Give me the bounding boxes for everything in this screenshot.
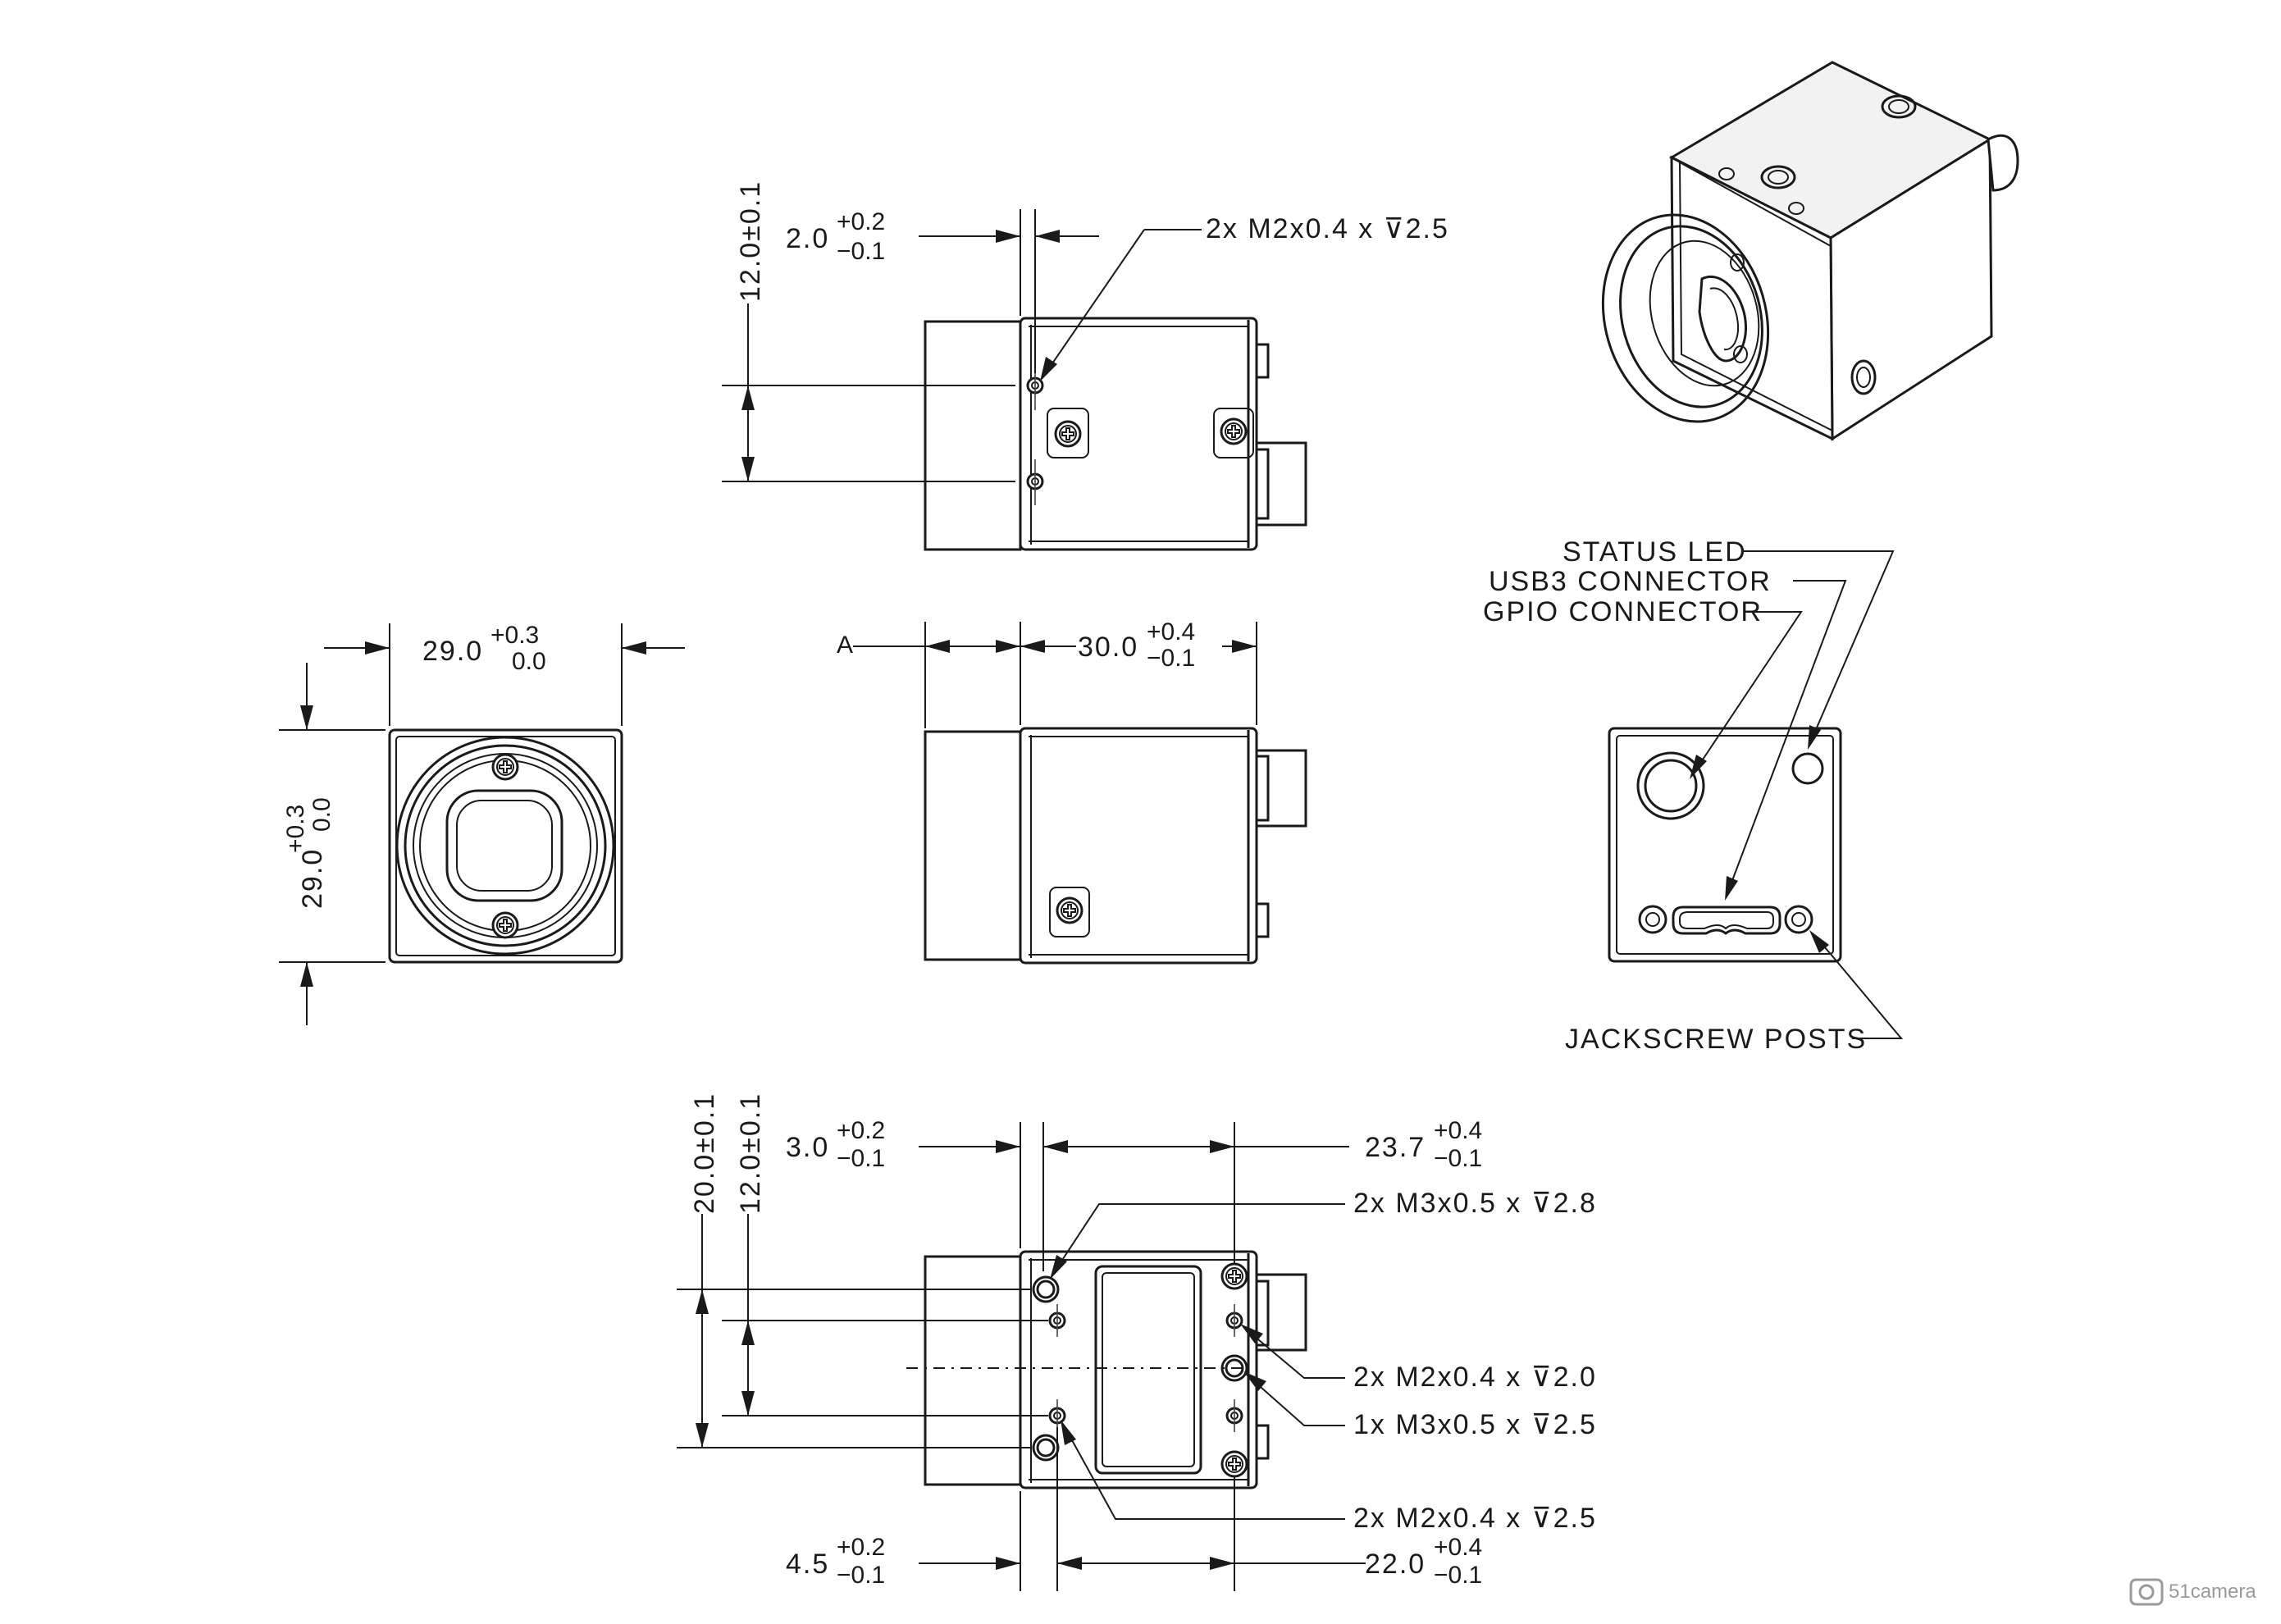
jackscrew-posts-label: JACKSCREW POSTS (1565, 1024, 1867, 1055)
camera-icon (2129, 1578, 2164, 1606)
front-width-base: 29.0 (422, 636, 483, 667)
watermark-text: 51camera (2169, 1581, 2256, 1603)
front-view (279, 623, 685, 1025)
usb3-connector-label: USB3 CONNECTOR (1489, 566, 1772, 597)
top-dim-offset-base: 2.0 (786, 223, 829, 254)
bottom-offset-top-upper: +0.2 (837, 1117, 885, 1144)
bottom-length-top-lower: −0.1 (1434, 1145, 1482, 1172)
bottom-offset-top-lower: −0.1 (837, 1145, 885, 1172)
bottom-length-bottom-lower: −0.1 (1434, 1562, 1482, 1589)
status-led-label: STATUS LED (1562, 536, 1747, 568)
bottom-view (677, 1122, 1366, 1591)
side-view (853, 622, 1307, 965)
bottom-dim-outer: 20.0±0.1 (689, 1093, 720, 1214)
top-callout-m2: 2x M2x0.4 x ⊽2.5 (1206, 213, 1449, 244)
back-view (1608, 550, 1904, 1039)
side-length-base: 30.0 (1078, 632, 1138, 663)
callout-m2-20: 2x M2x0.4 x ⊽2.0 (1353, 1362, 1597, 1393)
bottom-offset-bottom-base: 4.5 (786, 1549, 829, 1580)
front-width-lower: 0.0 (512, 648, 546, 675)
gpio-connector-label: GPIO CONNECTOR (1483, 596, 1763, 627)
side-length-upper: +0.4 (1147, 618, 1195, 645)
top-view (722, 209, 1307, 551)
isometric-view (1601, 61, 2019, 441)
side-length-lower: −0.1 (1147, 645, 1195, 672)
top-dim-offset-upper: +0.2 (837, 208, 885, 235)
bottom-length-top-base: 23.7 (1365, 1132, 1426, 1163)
watermark-logo: 51camera (2129, 1578, 2256, 1606)
bottom-offset-top-base: 3.0 (786, 1132, 829, 1163)
top-dim-offset-lower: −0.1 (837, 238, 885, 265)
bottom-length-bottom-base: 22.0 (1365, 1549, 1426, 1580)
bottom-length-top-upper: +0.4 (1434, 1117, 1482, 1144)
bottom-dim-inner: 12.0±0.1 (735, 1093, 766, 1214)
bottom-offset-bottom-lower: −0.1 (837, 1562, 885, 1589)
front-height-upper: +0.3 (282, 805, 309, 853)
top-dim-spacing: 12.0±0.1 (735, 180, 766, 302)
callout-m2-25: 2x M2x0.4 x ⊽2.5 (1353, 1503, 1597, 1534)
front-height-base: 29.0 (297, 848, 328, 909)
callout-m3-25: 1x M3x0.5 x ⊽2.5 (1353, 1409, 1597, 1440)
front-height-lower: 0.0 (308, 797, 335, 832)
bottom-length-bottom-upper: +0.4 (1434, 1534, 1482, 1561)
callout-m3-28: 2x M3x0.5 x ⊽2.8 (1353, 1188, 1597, 1219)
bottom-offset-bottom-upper: +0.2 (837, 1534, 885, 1561)
front-width-upper: +0.3 (490, 622, 539, 649)
datum-a-label: A (837, 632, 854, 659)
